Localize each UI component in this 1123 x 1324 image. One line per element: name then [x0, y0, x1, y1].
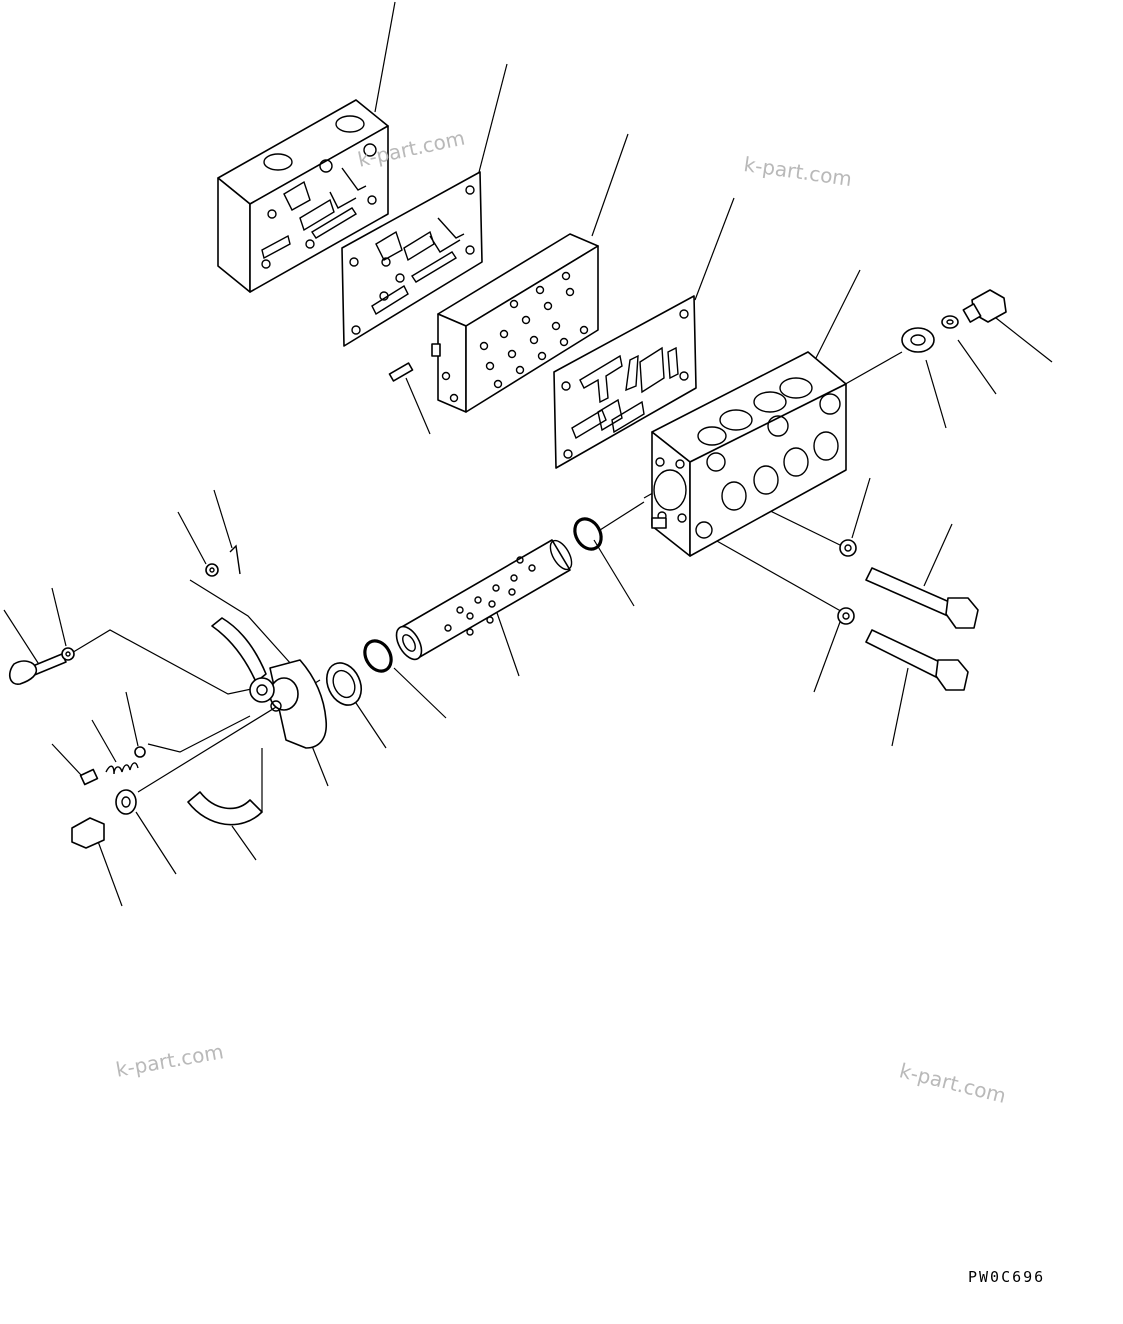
spacer-plate: [431, 233, 599, 413]
washer: [839, 539, 857, 557]
washer: [115, 789, 137, 815]
washer: [901, 327, 935, 353]
bolt: [865, 567, 979, 629]
figure-code: PW0C696: [968, 1268, 1046, 1286]
plug: [79, 768, 99, 786]
valve-body: [651, 351, 847, 557]
cover-plate: [217, 99, 389, 293]
bolt: [8, 653, 67, 685]
washer: [837, 607, 855, 625]
spring: [105, 762, 139, 775]
lever: [187, 791, 263, 826]
o-ring: [363, 639, 393, 673]
lever: [211, 617, 328, 749]
plug: [71, 817, 105, 849]
washer: [205, 563, 219, 577]
washer: [61, 647, 75, 661]
spool: [395, 539, 573, 661]
washer: [325, 662, 363, 706]
gasket: [553, 295, 697, 469]
gasket: [341, 171, 483, 347]
bolt: [865, 629, 969, 691]
pin: [388, 362, 414, 382]
leader-lines: [3, 1, 1053, 907]
pin: [229, 544, 241, 575]
ball: [134, 746, 146, 758]
o-ring: [573, 517, 603, 551]
washer: [941, 315, 959, 329]
plug: [962, 289, 1007, 323]
